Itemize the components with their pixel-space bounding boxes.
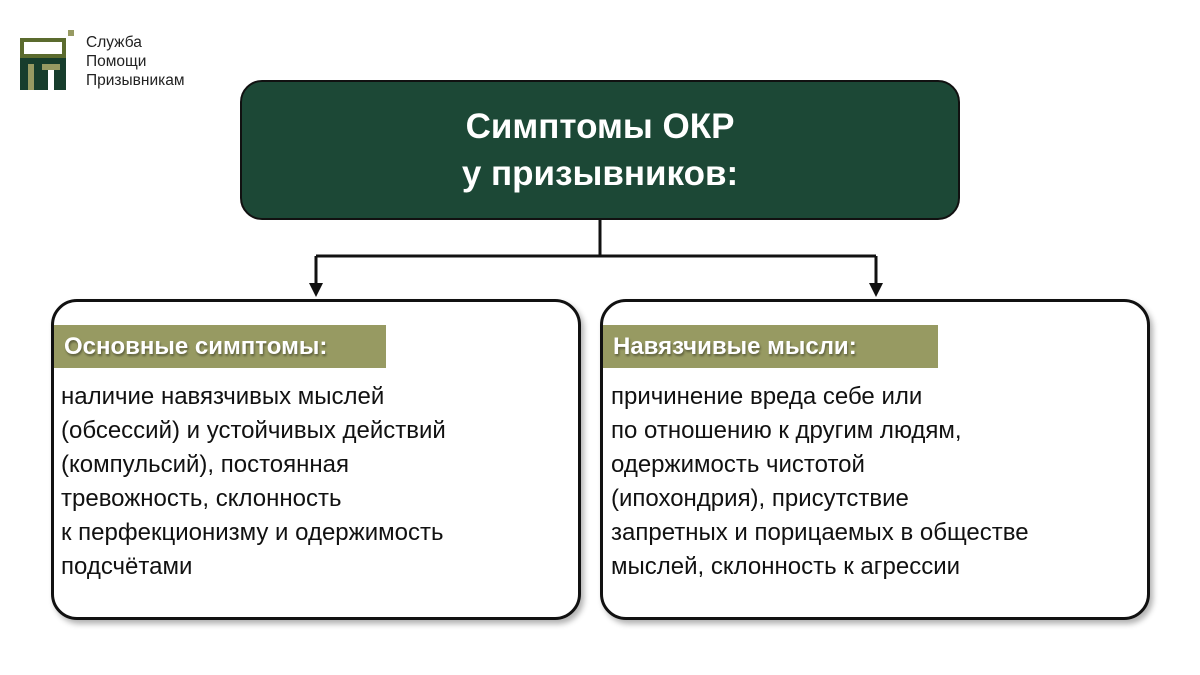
title-line-1: Симптомы ОКР bbox=[465, 107, 735, 146]
arrow-left-icon bbox=[309, 283, 323, 297]
logo-line: Помощи bbox=[86, 53, 147, 70]
logo-text: Служба Помощи Призывникам bbox=[86, 33, 185, 90]
logo-line: Призывникам bbox=[86, 72, 185, 89]
main-symptoms-text: наличие навязчивых мыслей (обсессий) и у… bbox=[61, 383, 446, 580]
logo-icon bbox=[20, 30, 74, 90]
title-box: Симптомы ОКР у призывников: bbox=[240, 80, 960, 220]
main-symptoms-heading: Основные симптомы: bbox=[54, 325, 386, 368]
logo-line: Служба bbox=[86, 34, 142, 51]
title-line-2: у призывников: bbox=[461, 154, 739, 193]
obsessive-thoughts-text: причинение вреда себе или по отношению к… bbox=[611, 383, 1029, 580]
arrow-right-icon bbox=[869, 283, 883, 297]
obsessive-thoughts-heading: Навязчивые мысли: bbox=[603, 325, 938, 368]
